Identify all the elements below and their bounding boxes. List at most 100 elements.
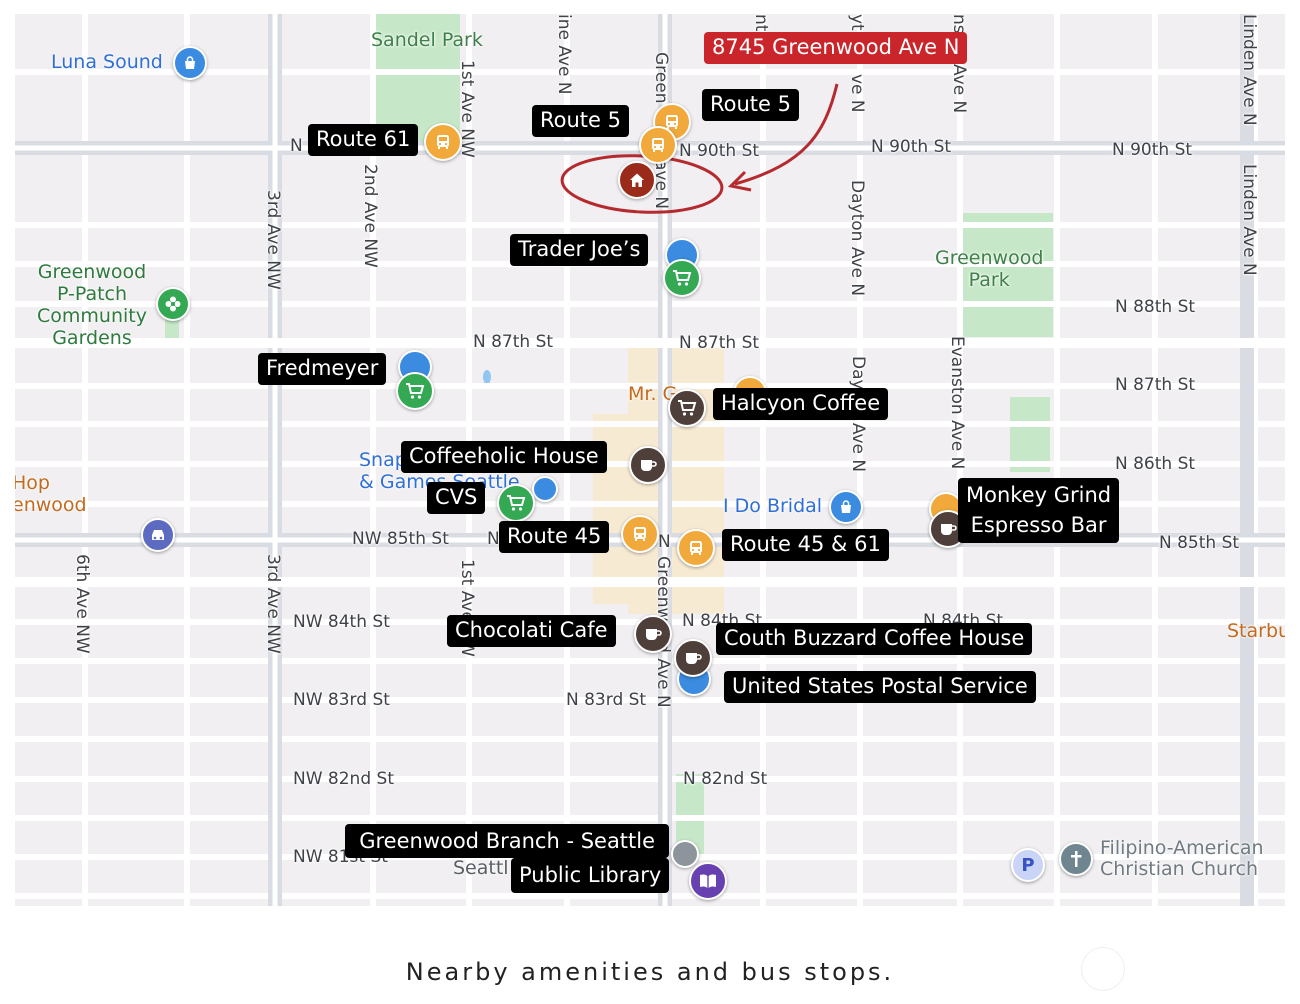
map-view[interactable]: N N 90th St N 90th St N 90th St N 88th S… — [15, 14, 1285, 906]
street-label: N — [658, 532, 671, 552]
street-label: 3rd Ave NW — [263, 554, 283, 654]
tag-chocolati-cafe[interactable]: Chocolati Cafe — [447, 615, 616, 648]
tag-line: Espresso Bar — [970, 513, 1107, 538]
chocolati-pin[interactable] — [634, 615, 672, 653]
shopping-cart-icon — [678, 400, 697, 416]
street-label: N 86th St — [1115, 454, 1196, 474]
street-label: Linden Ave N — [1239, 14, 1259, 126]
place-label-line: Christian Church — [1100, 857, 1258, 880]
place-label-i-do-bridal[interactable]: I Do Bridal — [723, 495, 823, 517]
shopping-cart-icon — [406, 383, 425, 399]
tag-line: Monkey Grind — [966, 483, 1112, 507]
tag-line: Public Library — [511, 858, 670, 893]
place-label-line: Community — [37, 304, 147, 327]
street-label: N 90th St — [679, 141, 760, 161]
street-label: Evanston Ave N — [947, 336, 967, 470]
bus-stop-route-45-pin[interactable] — [621, 515, 659, 553]
street-label: 3rd Ave NW — [263, 190, 283, 290]
street-label: NW 84th St — [293, 612, 390, 632]
p-patch-pin[interactable] — [156, 287, 190, 321]
bus-stop-route-5-b-pin[interactable] — [639, 126, 677, 164]
parking-pin[interactable]: P — [1011, 848, 1045, 882]
bus-icon — [690, 541, 702, 555]
street-label: ve N — [847, 74, 867, 113]
street-label: N 87th St — [473, 332, 554, 352]
street-label: NW 83rd St — [293, 690, 390, 710]
street-label: 2nd Ave NW — [360, 164, 380, 268]
annotation-arrow — [734, 83, 839, 186]
fredmeyer-pin[interactable] — [396, 372, 434, 410]
tag-route-5-left[interactable]: Route 5 — [532, 105, 629, 138]
place-label-greenwood-park[interactable]: Greenwood Park — [935, 247, 1043, 292]
street-label: Green — [651, 52, 671, 104]
coffee-cup-icon — [941, 524, 957, 535]
street-label: NW 85th St — [352, 529, 449, 549]
tag-trader-joes[interactable]: Trader Joe’s — [510, 234, 649, 267]
library-park-pin[interactable] — [671, 840, 699, 868]
place-label-line: enwood — [15, 493, 87, 516]
tag-route-45-61[interactable]: Route 45 & 61 — [722, 529, 889, 562]
church-pin[interactable] — [1059, 842, 1093, 876]
flower-icon — [165, 296, 181, 312]
coffee-cup-icon — [686, 653, 702, 664]
tag-route-5-right[interactable]: Route 5 — [702, 89, 799, 122]
tag-couth-buzzard[interactable]: Couth Buzzard Coffee House — [716, 623, 1033, 656]
tag-route-61[interactable]: Route 61 — [308, 124, 419, 157]
cvs-pin[interactable] — [497, 484, 535, 522]
place-label-starbucks[interactable]: Starbu — [1227, 620, 1285, 642]
coffeeholic-pin[interactable] — [629, 446, 667, 484]
street-label: N 87th St — [1115, 375, 1196, 395]
place-label-filipino-church[interactable]: Filipino-American Christian Church — [1100, 838, 1264, 880]
tag-monkey-grind[interactable]: Monkey Grind Espresso Bar — [958, 478, 1120, 543]
park-small-area — [1010, 397, 1050, 472]
street-label: ns — [949, 14, 969, 34]
tag-usps[interactable]: United States Postal Service — [724, 671, 1036, 704]
street-label: N — [487, 529, 500, 549]
place-label-line: Filipino-American — [1100, 837, 1264, 859]
bus-icon — [634, 527, 646, 541]
tag-greenwood-library[interactable]: Greenwood Branch - Seattle Public Librar… — [345, 824, 670, 893]
hop-greenwood-pin[interactable] — [141, 518, 175, 552]
shopping-bag-icon — [185, 56, 195, 69]
cross-icon — [1071, 851, 1082, 867]
shopping-bag-icon — [841, 500, 851, 513]
street-label: Ave N — [949, 64, 969, 114]
luna-sound-pin[interactable] — [173, 46, 207, 80]
couth-buzzard-pin[interactable] — [674, 639, 712, 677]
place-label-line: Snap — [359, 449, 407, 471]
car-icon — [152, 530, 164, 540]
trader-joes-pin[interactable] — [663, 259, 701, 297]
place-label-line: Gardens — [52, 326, 132, 349]
street-label: 1st Ave NW — [457, 60, 477, 158]
street-label: ine Ave N — [554, 14, 574, 95]
library-pin[interactable] — [689, 862, 727, 900]
halcyon-cart-pin[interactable] — [668, 389, 706, 427]
tag-route-45[interactable]: Route 45 — [499, 521, 610, 554]
place-label-sandel-park[interactable]: Sandel Park — [371, 29, 483, 51]
street-label: N 87th St — [679, 333, 760, 353]
tag-halcyon-coffee[interactable]: Halcyon Coffee — [713, 388, 889, 421]
bus-stop-route-45-61-pin[interactable] — [677, 529, 715, 567]
i-do-bridal-pin[interactable] — [829, 490, 863, 524]
home-pin[interactable] — [618, 161, 656, 199]
tag-cvs[interactable]: CVS — [427, 482, 486, 515]
snap-games-pin[interactable] — [532, 476, 558, 502]
place-label-greenwood-p-patch[interactable]: Greenwood P-Patch Community Gardens — [37, 261, 147, 349]
street-label: yt — [847, 14, 867, 31]
street-label: nt — [751, 14, 771, 32]
street-label: N 88th St — [1115, 297, 1196, 317]
address-label[interactable]: 8745 Greenwood Ave N — [704, 32, 968, 65]
book-icon — [700, 874, 716, 888]
place-label-mr-g[interactable]: Mr. G — [628, 383, 678, 405]
shopping-cart-icon — [673, 270, 692, 286]
tag-fredmeyer[interactable]: Fredmeyer — [258, 353, 387, 386]
place-label-hop-greenwood[interactable]: Hop enwood — [15, 472, 87, 517]
bus-stop-route-5-a-pin[interactable] — [653, 103, 691, 141]
place-label-luna-sound[interactable]: Luna Sound — [51, 51, 163, 73]
street-label: Dayton Ave N — [847, 180, 867, 297]
floating-button[interactable] — [1081, 947, 1125, 991]
place-label-line: Park — [968, 268, 1010, 291]
greenwood-park-area — [963, 213, 1053, 337]
bus-stop-route-61-pin[interactable] — [424, 123, 462, 161]
tag-coffeeholic-house[interactable]: Coffeeholic House — [401, 441, 607, 474]
